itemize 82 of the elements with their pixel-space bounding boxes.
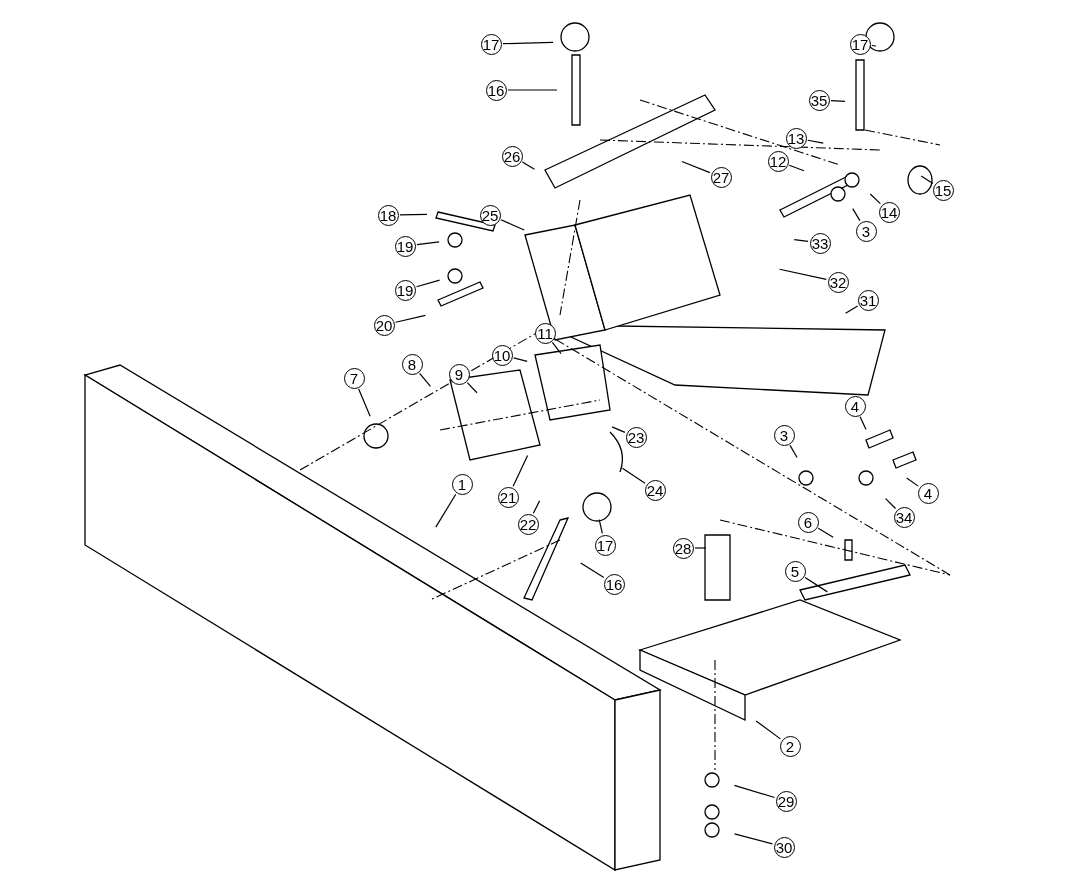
callout-number: 3 [855, 220, 877, 242]
leader-line [598, 519, 603, 534]
callout-number: 4 [844, 395, 866, 417]
leader-line [852, 208, 861, 222]
callout-number: 19 [394, 279, 416, 301]
callout-number: 5 [784, 560, 806, 582]
callout-number: 2 [779, 735, 801, 757]
callout-number: 32 [827, 271, 849, 293]
callout-number: 12 [767, 150, 789, 172]
leader-line [859, 416, 867, 431]
callout-number: 14 [878, 201, 900, 223]
callout-number: 7 [343, 367, 365, 389]
callout-number: 25 [479, 204, 501, 226]
callout-number: 29 [775, 790, 797, 812]
leader-line [869, 193, 881, 205]
leader-line [415, 279, 441, 288]
leader-line [580, 562, 605, 579]
leader-line [733, 784, 776, 799]
leader-line [830, 100, 846, 102]
callout-number: 18 [377, 204, 399, 226]
leader-line [507, 89, 558, 91]
leader-line [755, 720, 781, 740]
leader-line [871, 44, 877, 47]
leader-line [435, 493, 457, 528]
leader-line [793, 239, 809, 243]
callout-number: 35 [808, 89, 830, 111]
callout-number: 9 [448, 363, 470, 385]
callout-number: 26 [501, 145, 523, 167]
callout-number: 3 [773, 424, 795, 446]
callout-number: 20 [373, 314, 395, 336]
callout-number: 8 [401, 353, 423, 375]
callout-number: 17 [849, 33, 871, 55]
callout-number: 10 [491, 344, 513, 366]
callout-number: 17 [594, 534, 616, 556]
leader-line [788, 164, 805, 172]
leader-line [681, 160, 711, 174]
callout-number: 21 [497, 486, 519, 508]
callout-number: 28 [672, 537, 694, 559]
callout-number: 22 [517, 513, 539, 535]
callout-number: 17 [480, 33, 502, 55]
callout-number: 6 [797, 511, 819, 533]
callout-number: 30 [773, 836, 795, 858]
leader-line [500, 219, 525, 231]
leader-line [885, 498, 897, 510]
leader-line [906, 477, 919, 487]
callout-number: 13 [785, 127, 807, 149]
callout-number: 11 [534, 322, 556, 344]
leader-line [779, 268, 827, 281]
leader-line [395, 314, 426, 323]
leader-line [611, 426, 626, 433]
leader-line [513, 357, 528, 362]
callout-number: 16 [603, 573, 625, 595]
callout-number: 27 [710, 166, 732, 188]
leader-line [789, 444, 798, 459]
callout-number: 31 [857, 289, 879, 311]
leader-line [502, 41, 554, 45]
leader-line [733, 833, 773, 845]
callout-number: 19 [394, 235, 416, 257]
callout-number: 33 [809, 232, 831, 254]
leader-line [845, 305, 859, 314]
callout-number: 1 [451, 473, 473, 495]
callout-number: 34 [893, 506, 915, 528]
leader-line [551, 341, 562, 355]
leader-line [358, 388, 371, 417]
leader-line [817, 527, 834, 538]
callout-number: 4 [917, 482, 939, 504]
leader-line [621, 467, 646, 484]
callout-number: 23 [625, 426, 647, 448]
callout-number: 16 [485, 79, 507, 101]
callout-number: 24 [644, 479, 666, 501]
leader-line [807, 139, 824, 144]
leader-line [419, 372, 432, 388]
leader-line [694, 547, 707, 549]
leader-line [466, 382, 478, 394]
leader-line [416, 241, 440, 246]
leader-line [920, 175, 934, 185]
leader-line [512, 454, 529, 487]
leader-line [521, 161, 535, 170]
callout-number: 15 [932, 179, 954, 201]
leader-line [804, 576, 828, 593]
leader-line [532, 500, 541, 514]
leader-line [399, 213, 428, 216]
